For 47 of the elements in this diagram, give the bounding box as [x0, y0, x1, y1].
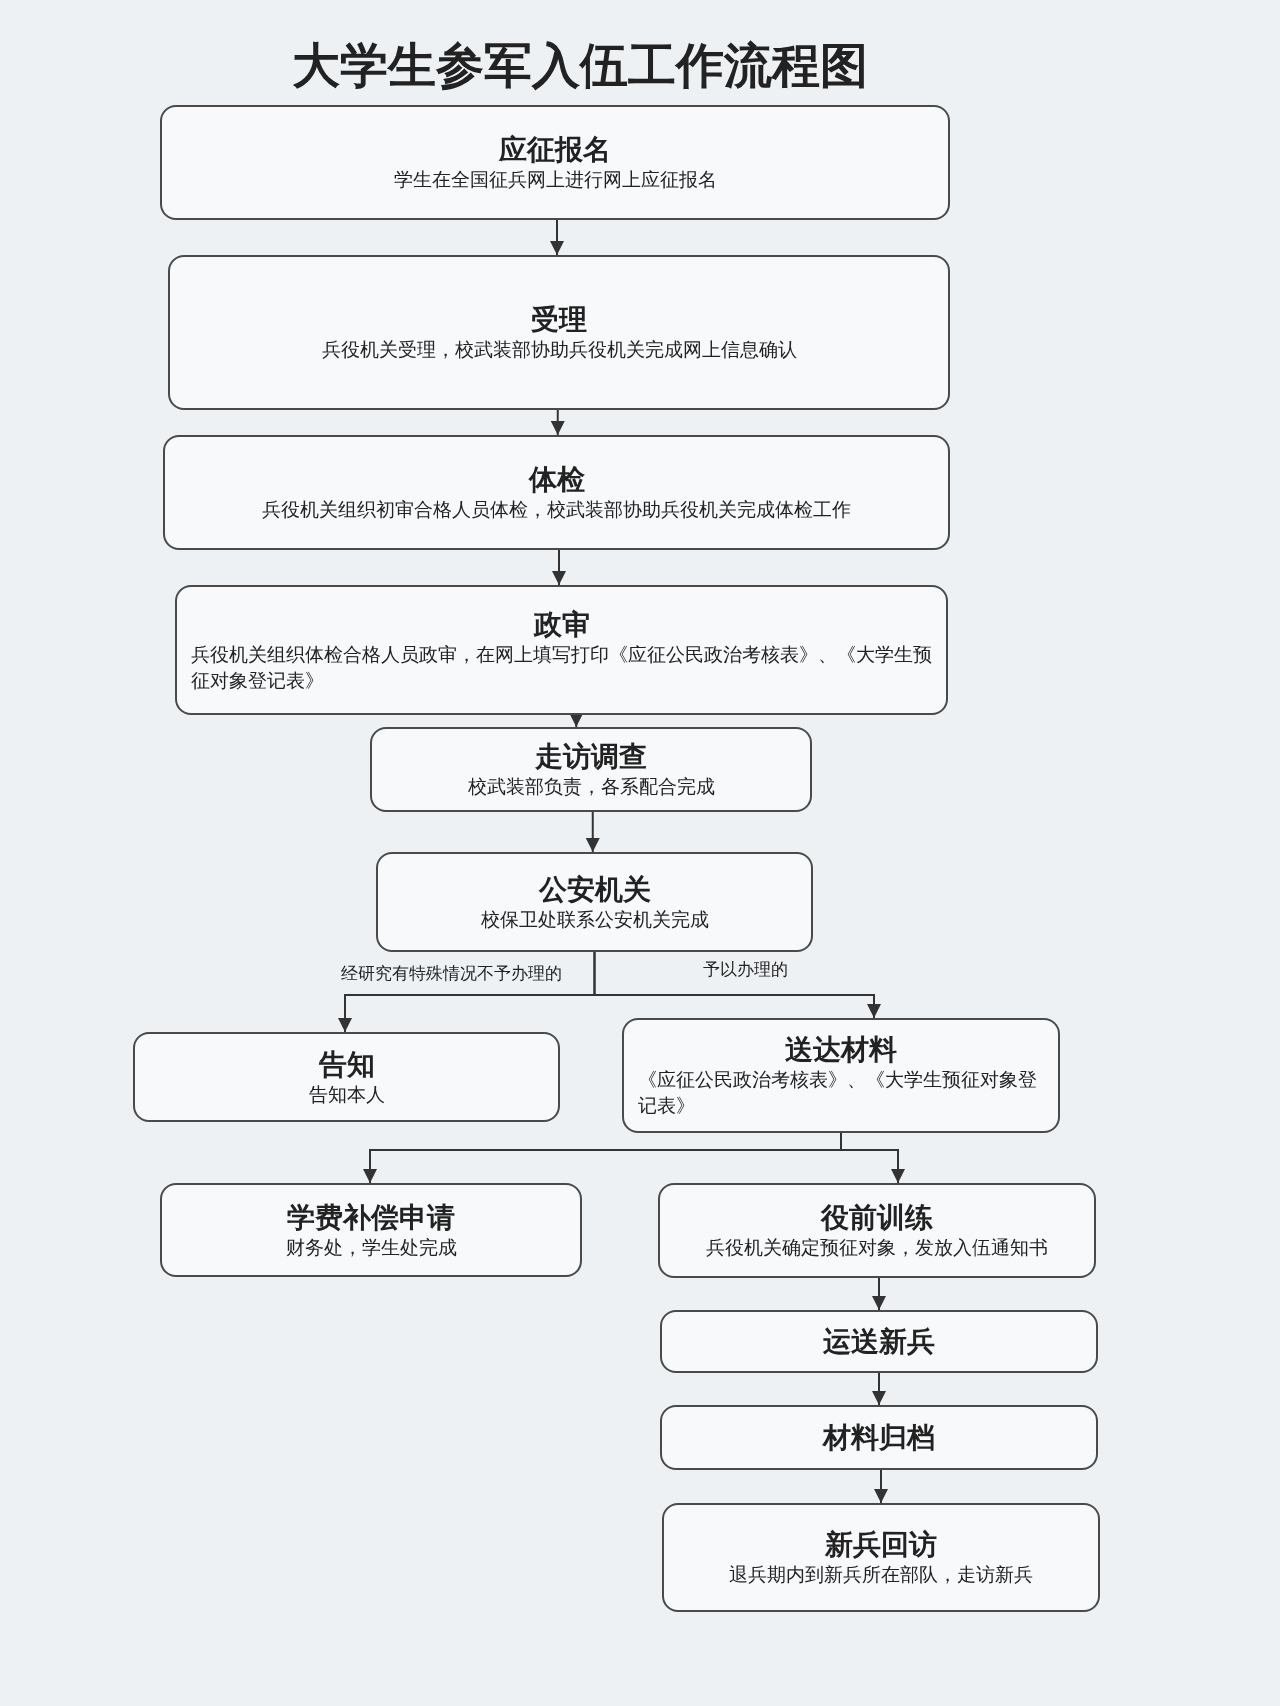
- process-box: [658, 1183, 1096, 1278]
- process-box: [160, 105, 950, 220]
- step-heading: 走访调查: [535, 739, 647, 775]
- arrow: [872, 1277, 886, 1311]
- step-description: 兵役机关组织初审合格人员体检，校武装部协助兵役机关完成体检工作: [262, 497, 851, 523]
- process-box: [376, 852, 813, 952]
- process-box: [622, 1018, 1060, 1133]
- step-heading: 役前训练: [821, 1200, 933, 1236]
- step-heading: 政审: [533, 606, 590, 642]
- process-box: [660, 1405, 1098, 1470]
- step-heading: 告知: [318, 1046, 375, 1082]
- step-description: 财务处，学生处完成: [285, 1234, 457, 1260]
- step-description: 校武装部负责，各系配合完成: [467, 774, 715, 800]
- arrow: [593, 951, 881, 1019]
- step-heading: 新兵回访: [825, 1527, 937, 1563]
- step-heading: 送达材料: [785, 1032, 897, 1068]
- process-box: [662, 1503, 1100, 1612]
- process-box: [660, 1310, 1098, 1373]
- step-description: 兵役机关受理，校武装部协助兵役机关完成网上信息确认: [321, 337, 797, 363]
- process-box: [175, 585, 948, 715]
- arrow: [550, 409, 565, 436]
- arrow: [585, 811, 600, 853]
- step-description: 退兵期内到新兵所在部队，走访新兵: [729, 1562, 1033, 1588]
- step-heading: 应征报名: [499, 132, 611, 168]
- step-heading: 材料归档: [823, 1420, 935, 1455]
- step-heading: 运送新兵: [823, 1324, 935, 1359]
- process-box: [160, 1183, 582, 1277]
- arrow: [569, 713, 584, 728]
- process-box: [133, 1032, 560, 1122]
- process-box: [168, 255, 950, 410]
- step-description: 学生在全国征兵网上进行网上应征报名: [393, 167, 717, 193]
- step-description: 告知本人: [308, 1081, 385, 1107]
- step-description: 校保卫处联系公安机关完成: [480, 906, 709, 932]
- step-description: 《应征公民政治考核表》、《大学生预征对象登记表》: [638, 1067, 1038, 1118]
- arrow: [874, 1469, 888, 1504]
- step-description: 兵役机关组织体检合格人员政审，在网上填写打印《应征公民政治考核表》、《大学生预征对象登记表》: [191, 641, 932, 693]
- step-heading: 公安机关: [538, 871, 651, 907]
- arrow: [550, 219, 564, 256]
- arrow: [552, 549, 566, 586]
- process-box: [163, 435, 950, 550]
- step-heading: 体检: [528, 462, 585, 498]
- step-description: 兵役机关确定预征对象，发放入伍通知书: [706, 1235, 1048, 1261]
- diagram-title: 大学生参军入伍工作流程图: [291, 36, 869, 95]
- step-heading: 学费补偿申请: [287, 1199, 455, 1235]
- step-heading: 受理: [531, 302, 587, 338]
- process-box: [370, 727, 812, 812]
- arrow: [872, 1372, 886, 1406]
